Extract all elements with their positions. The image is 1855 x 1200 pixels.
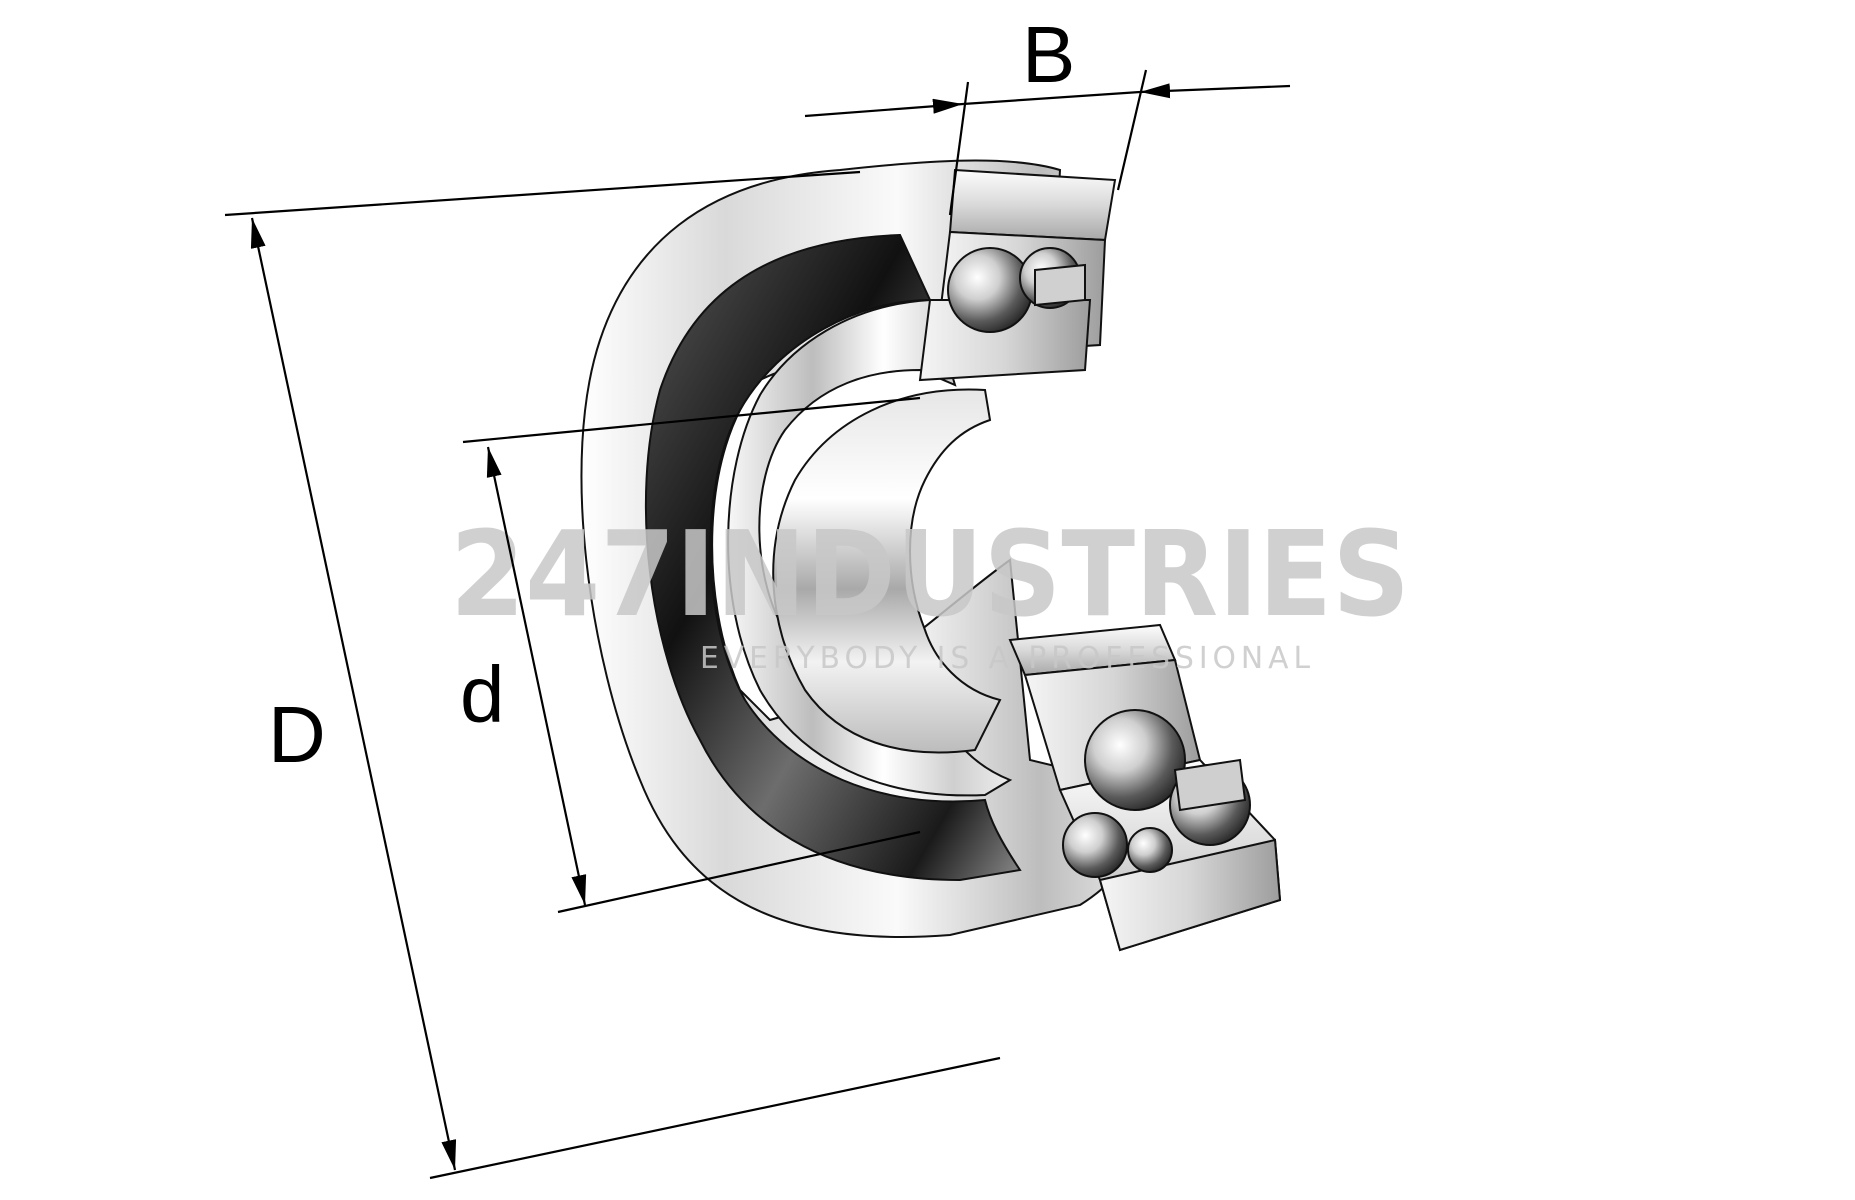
dimension-line-D bbox=[250, 217, 457, 1171]
seal bbox=[644, 233, 1022, 882]
bearing bbox=[580, 159, 1282, 952]
watermark: 247INDUSTRIES EVERYBODY IS A PROFESSIONA… bbox=[450, 505, 1410, 676]
watermark-slogan: EVERYBODY IS A PROFESSIONAL bbox=[700, 641, 1315, 676]
dimension-line-B-left bbox=[804, 98, 964, 118]
label-width: B bbox=[1022, 10, 1075, 99]
label-bore-diameter: d bbox=[460, 650, 505, 739]
dimension-line-d bbox=[486, 446, 587, 906]
extension-line-d-top bbox=[224, 170, 861, 217]
lower-section-outer-side bbox=[1098, 838, 1282, 952]
extension-line-d-bottom bbox=[429, 1056, 1001, 1180]
dimension-line-B-right bbox=[1139, 83, 1291, 99]
extension-line-bore-bottom bbox=[557, 830, 921, 914]
ball-lower-4 bbox=[1127, 827, 1173, 873]
dimension-lines bbox=[224, 69, 1291, 1180]
cage-lower bbox=[1173, 758, 1247, 812]
watermark-brand: 247INDUSTRIES bbox=[450, 505, 1410, 643]
bore bbox=[772, 388, 1002, 754]
extension-line-bore-top bbox=[462, 396, 921, 444]
dimension-line-B-span bbox=[962, 90, 1141, 106]
ball-lower-1 bbox=[1084, 709, 1186, 811]
upper-section-outer bbox=[948, 168, 1117, 242]
extension-line-b-right bbox=[1116, 69, 1148, 191]
cage-upper bbox=[1034, 263, 1086, 307]
ball-upper bbox=[947, 247, 1033, 333]
ball-lower-3 bbox=[1062, 812, 1128, 878]
label-outer-diameter: D bbox=[268, 690, 326, 779]
